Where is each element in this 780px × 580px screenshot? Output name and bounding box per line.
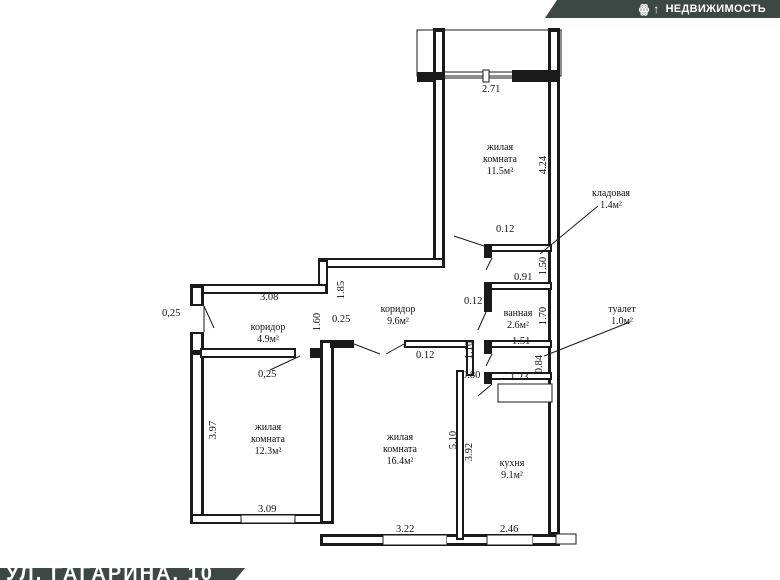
room-corridor-main-name: коридор: [381, 304, 416, 315]
dim-1-51: 1.51: [512, 336, 530, 347]
dim-4-24: 4.24: [538, 155, 549, 174]
room-kitchen-area: 9.1м²: [501, 470, 523, 481]
dim-0-25-left: 0,25: [162, 308, 180, 319]
room-toilet-name: туалет: [608, 304, 636, 315]
dim-1-85: 1.85: [336, 281, 347, 299]
room-storage-name: кладовая: [592, 188, 630, 199]
dim-3-22: 3.22: [396, 524, 414, 535]
outer-walls: [190, 28, 577, 546]
door-swings: [203, 235, 493, 397]
dim-1-60: 1.60: [312, 313, 323, 331]
brand-text: НЕДВИЖИМОСТЬ: [665, 3, 766, 15]
dim-0-91: 0.91: [514, 272, 532, 283]
dim-3-97: 3.97: [208, 421, 219, 439]
interior-walls: [200, 244, 553, 540]
dim-0-12-low: 0.12: [416, 350, 434, 361]
room-labels: жилая комната 11.5м² кладовая 1.4м² кори…: [251, 142, 637, 481]
label-leaders: [539, 205, 631, 357]
room-bathroom-area: 2.6м²: [507, 320, 529, 331]
dimension-labels: 2.71 4.24 0.12 0.91 1.50 0.12 1.70 1.51 …: [162, 84, 549, 535]
dim-0-12-top: 0.12: [496, 224, 514, 235]
room-kitchen-name: кухня: [500, 458, 525, 469]
dim-2-71: 2.71: [482, 84, 500, 95]
room-living-center-area: 16.4м²: [387, 456, 414, 467]
dim-1-23: 1.23: [510, 372, 528, 383]
dim-3-92: 3.92: [464, 443, 475, 461]
room-bathroom-name: ванная: [504, 308, 533, 319]
dim-0-25-low: 0,25: [258, 369, 276, 380]
room-living-left-name1: жилая: [254, 422, 282, 433]
room-living-center-name2: комната: [383, 444, 418, 455]
room-living-top-name1: жилая: [486, 142, 514, 153]
address-banner: УЛ. ГАГАРИНА, 10: [0, 568, 245, 580]
brand-banner: ꙮ ↑ НЕДВИЖИМОСТЬ: [545, 0, 780, 18]
dim-0-84: 0.84: [534, 354, 545, 373]
room-living-left-area: 12.3м²: [255, 446, 282, 457]
dim-1-10: 1.10: [464, 341, 475, 359]
balcony: [416, 29, 562, 83]
dim-1-70: 1.70: [538, 307, 549, 325]
dim-1-50: 1.50: [538, 257, 549, 275]
room-corridor-left-area: 4.9м²: [257, 334, 279, 345]
address-text: УЛ. ГАГАРИНА, 10: [6, 568, 214, 580]
dim-3-09: 3.09: [258, 504, 276, 515]
room-storage-area: 1.4м²: [600, 200, 622, 211]
dim-0-80: 0.80: [462, 370, 480, 381]
dim-0-25-mid: 0.25: [332, 314, 350, 325]
room-living-left-name2: комната: [251, 434, 286, 445]
dim-2-46: 2.46: [500, 524, 518, 535]
room-corridor-main-area: 9.6м²: [387, 316, 409, 327]
dim-5-10: 5.10: [448, 431, 459, 449]
room-living-center-name1: жилая: [386, 432, 414, 443]
room-living-top-area: 11.5м²: [487, 166, 513, 177]
dim-0-12-mid: 0.12: [464, 296, 482, 307]
room-toilet-area: 1.0м²: [611, 316, 633, 327]
brand-logo-icon: ꙮ ↑: [638, 2, 660, 16]
room-living-top-name2: комната: [483, 154, 518, 165]
dim-3-08: 3.08: [260, 292, 278, 303]
room-corridor-left-name: коридор: [251, 322, 286, 333]
